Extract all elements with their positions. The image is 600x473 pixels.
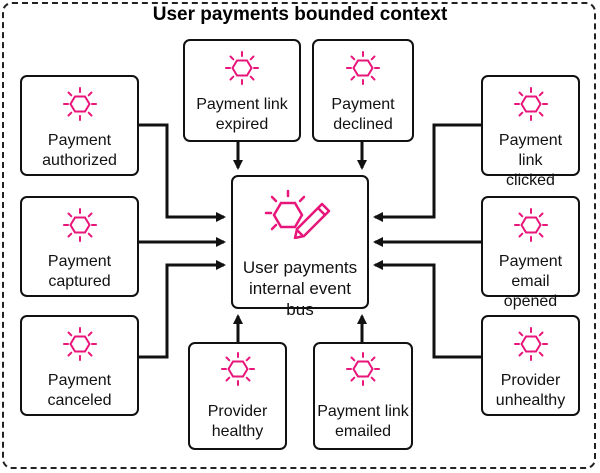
event-label: Payment link emailed <box>317 403 409 440</box>
event-hexagon-icon <box>220 352 255 386</box>
diagram-title-text: User payments bounded context <box>146 4 454 25</box>
event-hexagon-icon <box>513 327 548 361</box>
event-box-payment-declined: Payment declined <box>312 39 414 142</box>
event-hexagon-icon <box>346 51 380 85</box>
arrow-provider-unhealthy <box>373 260 481 359</box>
event-hexagon-icon <box>513 87 548 121</box>
event-label: Payment email opened <box>498 253 563 310</box>
bounded-context-border <box>2 2 596 469</box>
event-box-payment-link-clicked: Payment link clicked <box>481 75 580 189</box>
event-label: Payment declined <box>331 96 395 133</box>
event-box-payment-captured: Payment captured <box>20 196 139 297</box>
event-box-provider-healthy: Provider healthy <box>188 342 287 450</box>
arrow-payment-canceled <box>139 260 226 359</box>
event-box-payment-authorized: Payment authorized <box>20 75 139 176</box>
event-hexagon-icon <box>62 87 97 121</box>
event-box-payment-link-emailed: Payment link emailed <box>313 342 413 450</box>
arrow-payment-link-clicked <box>373 123 481 222</box>
event-box-payment-canceled: Payment canceled <box>20 315 139 416</box>
event-label: Payment authorized <box>42 132 117 169</box>
event-box-payment-email-opened: Payment email opened <box>481 196 580 310</box>
event-label: Payment canceled <box>47 372 112 409</box>
event-bus-label: User payments internal event bus <box>242 258 358 319</box>
event-hexagon-icon <box>225 51 259 85</box>
event-hexagon-icon <box>62 208 97 242</box>
event-hexagon-icon <box>513 208 548 242</box>
event-label: Provider unhealthy <box>495 372 566 409</box>
event-hexagon-icon <box>346 352 380 386</box>
event-bus-box: User payments internal event bus <box>231 175 369 319</box>
arrow-payment-authorized <box>139 123 226 222</box>
event-box-provider-unhealthy: Provider unhealthy <box>481 315 580 416</box>
event-hexagon-icon <box>62 327 97 361</box>
event-label: Provider healthy <box>207 403 268 440</box>
event-label: Payment link clicked <box>498 132 563 189</box>
event-box-payment-link-expired: Payment link expired <box>183 39 301 142</box>
event-label: Payment captured <box>47 253 112 290</box>
event-label: Payment link expired <box>196 96 288 133</box>
diagram-title: User payments bounded context <box>0 4 600 26</box>
event-bus-pencil-icon <box>264 189 331 239</box>
